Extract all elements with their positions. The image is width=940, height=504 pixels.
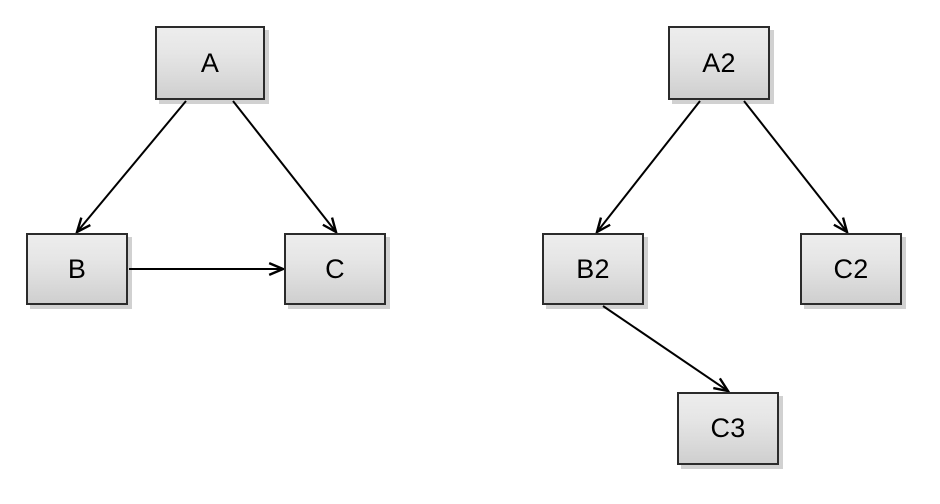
node-b2[interactable]: B2: [542, 233, 644, 305]
node-label-b: B: [67, 253, 87, 284]
edge-a2-b2-arrowhead: [595, 217, 611, 235]
node-label-c: C: [325, 253, 345, 284]
edge-a-c[interactable]: [232, 100, 338, 235]
edge-a-b-arrowhead: [75, 217, 91, 235]
node-c2[interactable]: C2: [800, 233, 902, 305]
edge-b2-c3[interactable]: [602, 305, 731, 393]
node-label-c3: C3: [710, 413, 746, 443]
node-a[interactable]: A: [155, 26, 265, 100]
node-c[interactable]: C: [284, 233, 386, 305]
edge-a2-c2[interactable]: [743, 100, 849, 235]
node-c3[interactable]: C3: [677, 392, 779, 465]
node-label-a2: A2: [702, 47, 736, 78]
edge-a2-c2-arrowhead: [833, 217, 849, 235]
edge-b2-c3-line: [602, 305, 728, 392]
node-a2[interactable]: A2: [668, 26, 770, 100]
edge-a-b-line: [76, 100, 187, 232]
edge-b2-c3-arrowhead: [713, 377, 731, 393]
edge-b-c[interactable]: [129, 262, 287, 276]
node-b[interactable]: B: [26, 233, 128, 305]
node-label-b2: B2: [576, 253, 610, 284]
edge-a-c-arrowhead: [322, 217, 338, 235]
edge-a2-b2-line: [596, 100, 701, 232]
edge-a2-c2-line: [743, 100, 848, 232]
edge-a2-b2[interactable]: [595, 100, 701, 235]
edge-a-c-line: [232, 100, 337, 232]
edge-a-b[interactable]: [75, 100, 187, 235]
node-label-a: A: [200, 47, 220, 78]
node-label-c2: C2: [833, 253, 869, 284]
edge-b-c-arrowhead: [268, 262, 287, 276]
